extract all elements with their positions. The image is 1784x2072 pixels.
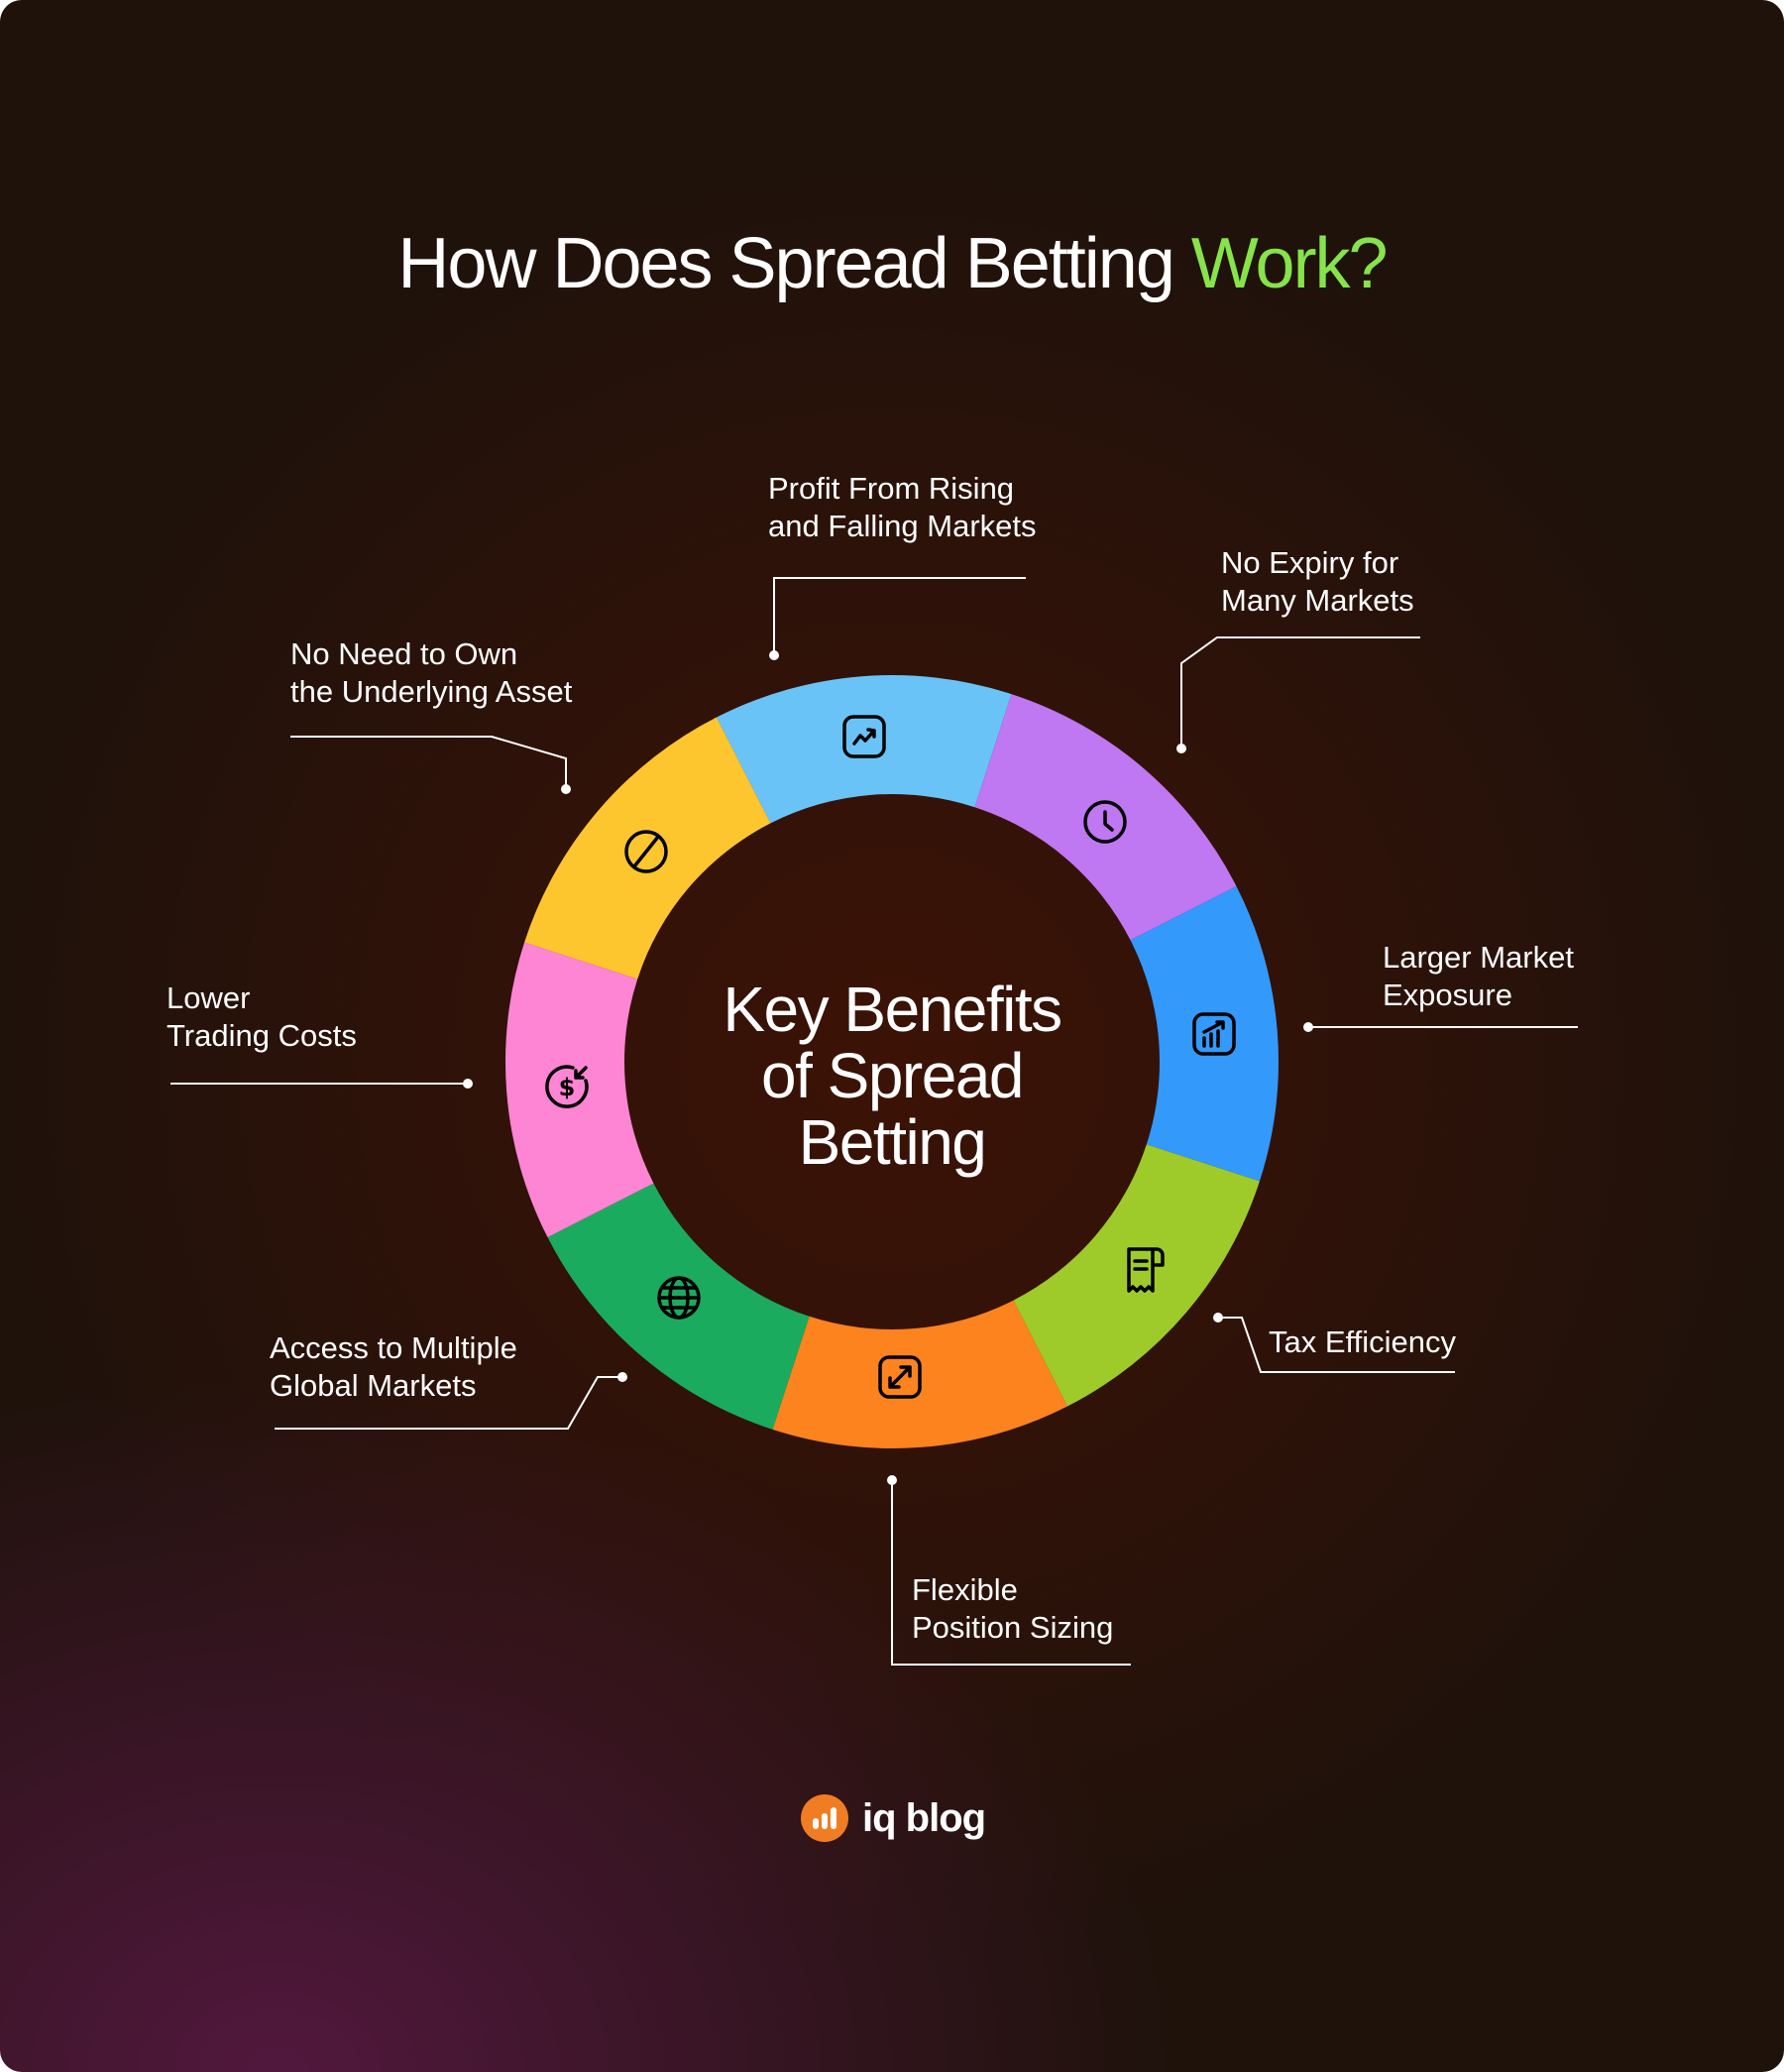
logo-text: iq blog	[862, 1795, 986, 1840]
title-accent: Work?	[1190, 224, 1389, 303]
bar-chart-up-icon	[1192, 1012, 1236, 1056]
label-tax: Tax Efficiency	[1269, 1324, 1456, 1359]
clock-icon	[1083, 800, 1127, 844]
leader-dot	[617, 1372, 627, 1382]
globe-icon	[657, 1276, 701, 1320]
iq-blog-logo: iq blog	[801, 1794, 986, 1842]
title-main: How Does Spread Betting	[397, 224, 1191, 303]
donut-segment	[1013, 1144, 1260, 1407]
leader-dot	[1303, 1022, 1313, 1032]
leader-dot	[887, 1475, 897, 1485]
leader-dot	[463, 1079, 473, 1089]
leader-dot	[1213, 1313, 1223, 1323]
trending-up-icon	[842, 715, 886, 758]
prohibited-icon	[624, 830, 668, 873]
leader-line	[773, 577, 1026, 655]
label-no-need: No Need to Own the Underlying Asset	[290, 636, 573, 709]
page-title: How Does Spread Betting Work?	[0, 223, 1784, 304]
leader-line	[1218, 1317, 1455, 1373]
label-global: Access to Multiple Global Markets	[270, 1330, 517, 1403]
leader-line	[891, 1480, 1131, 1666]
donut-segment	[716, 675, 1012, 824]
donut-center-title: Key Benefits of Spread Betting	[723, 974, 1062, 1178]
svg-text:$: $	[559, 1074, 576, 1101]
leader-dot	[561, 784, 571, 794]
leader-dot	[769, 650, 779, 660]
leader-line	[275, 1376, 622, 1430]
label-costs: Lower Trading Costs	[167, 980, 357, 1053]
donut-segment	[505, 942, 654, 1238]
label-no-expiry: No Expiry for Many Markets	[1221, 545, 1414, 618]
resize-arrow-icon	[878, 1355, 922, 1399]
label-exposure: Larger Market Exposure	[1383, 940, 1574, 1012]
receipt-icon	[1127, 1247, 1165, 1293]
logo-bars-icon	[801, 1794, 848, 1842]
label-profit: Profit From Rising and Falling Markets	[768, 471, 1037, 543]
leader-line	[290, 736, 567, 789]
donut-segment	[1130, 885, 1280, 1182]
label-flexible: Flexible Position Sizing	[912, 1572, 1114, 1645]
leader-dot	[1176, 744, 1186, 753]
leader-line	[1180, 636, 1420, 748]
dollar-down-icon: $	[545, 1065, 589, 1108]
